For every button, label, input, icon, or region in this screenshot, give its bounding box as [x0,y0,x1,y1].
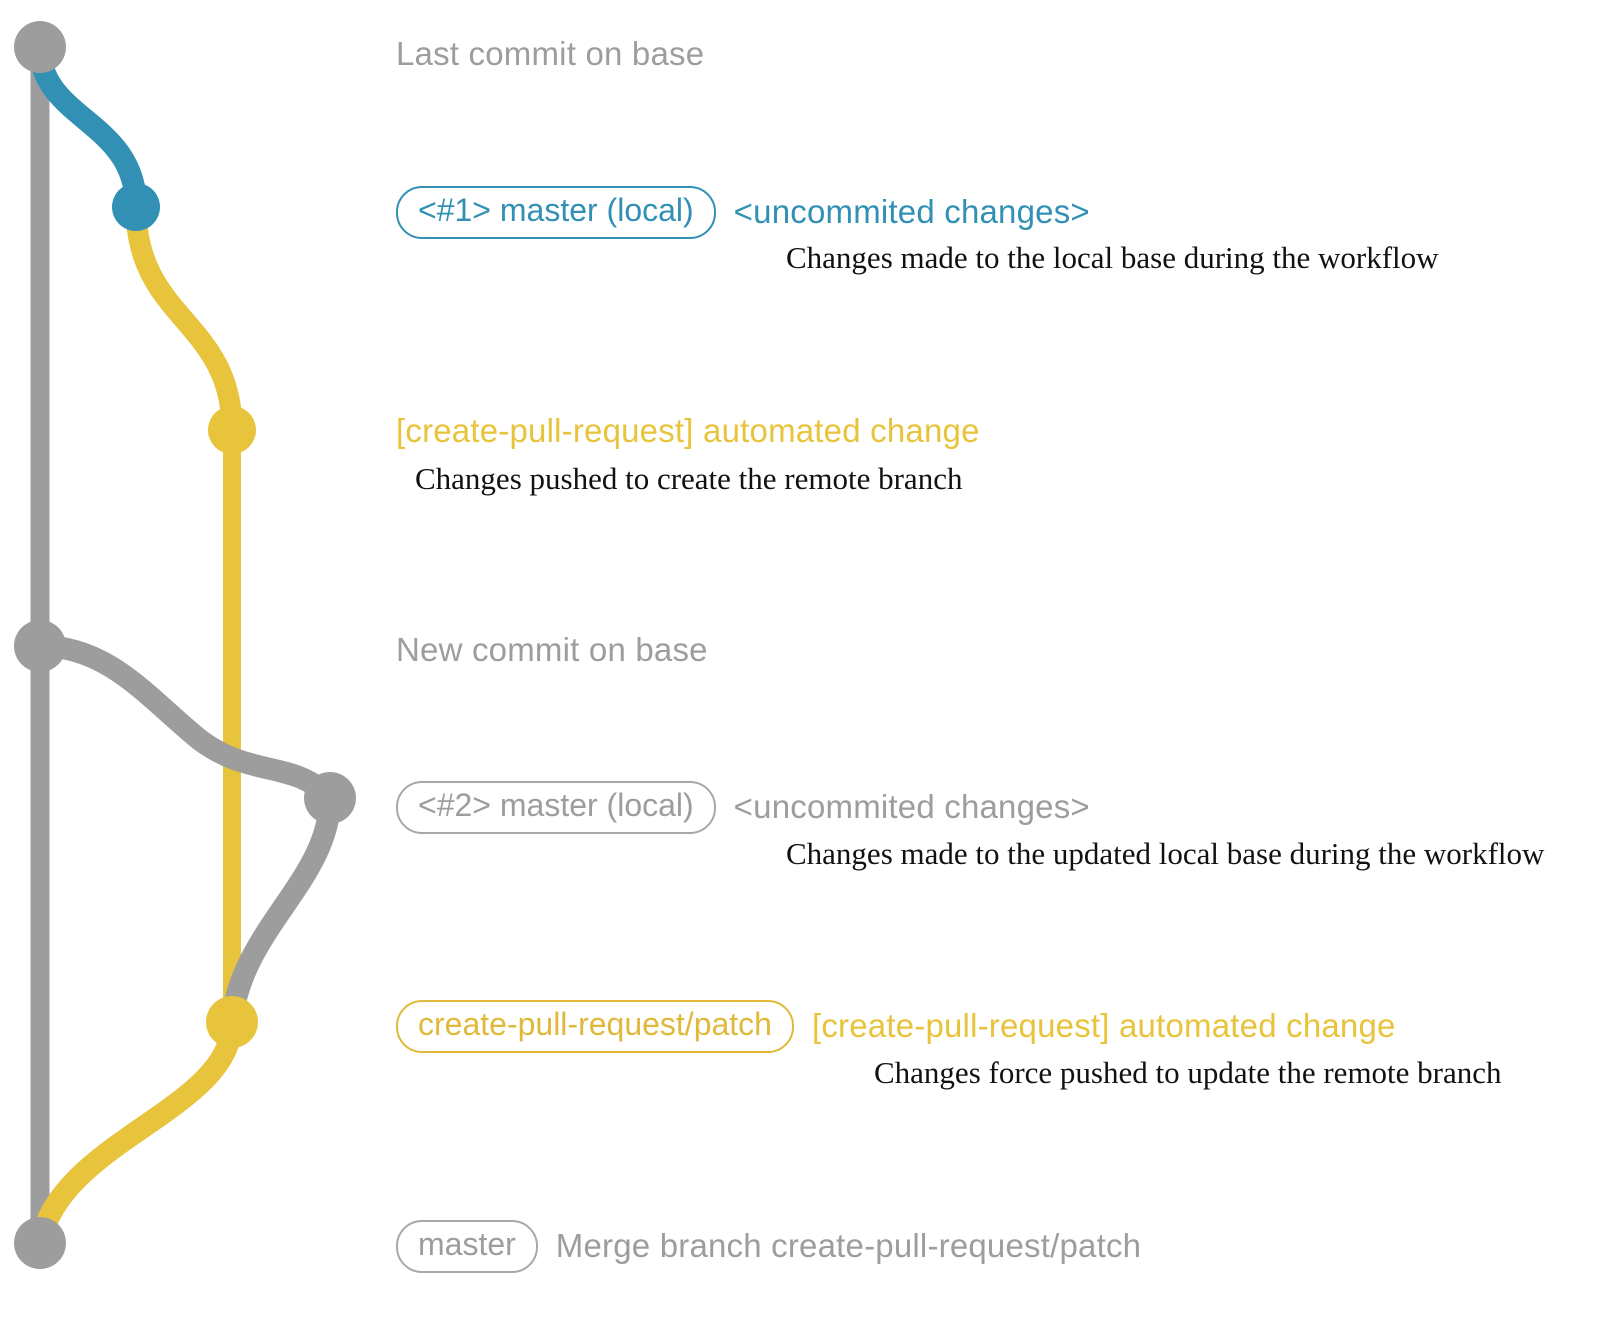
subtitle-local-change-1: Changes made to the local base during th… [786,240,1439,275]
branch-badge-master-local-2[interactable]: <#2> master (local) [396,781,716,834]
edge-local1-to-patch1 [125,196,243,441]
subtitle-automated-change-2: Changes force pushed to update the remot… [874,1055,1502,1090]
subtitle-local-change-2: Changes made to the updated local base d… [786,836,1545,871]
commit-node-patch-1[interactable] [208,406,256,454]
row-automated-change-1: [create-pull-request] automated change [396,412,980,450]
commit-node-base-new[interactable] [14,620,66,672]
commit-message-local-1: <uncommited changes> [733,193,1090,231]
commit-message-patch-1: [create-pull-request] automated change [396,412,980,449]
row-local-change-1: <#1> master (local) <uncommited changes> [396,186,1090,239]
edge-patch2-to-merge [29,1011,243,1254]
commit-message-base-top: Last commit on base [396,35,705,72]
row-new-commit-on-base: New commit on base [396,631,708,669]
commit-node-base-merge[interactable] [14,1217,66,1269]
branch-badge-master[interactable]: master [396,1220,538,1273]
subtitle-automated-change-1: Changes pushed to create the remote bran… [415,461,963,496]
branch-badge-create-pull-request-patch[interactable]: create-pull-request/patch [396,1000,794,1053]
commit-message-merge: Merge branch create-pull-request/patch [555,1227,1142,1265]
branch-badge-master-local-1[interactable]: <#1> master (local) [396,186,716,239]
edge-base-to-local1 [29,36,147,218]
edge-local2-to-patch2 [221,787,341,1033]
row-last-commit-on-base: Last commit on base [396,35,704,73]
commit-node-local-2[interactable] [304,772,356,824]
edge-basenew-to-local2 [29,635,341,809]
commit-node-patch-2[interactable] [206,996,258,1048]
row-merge-commit: master Merge branch create-pull-request/… [396,1220,1141,1273]
commit-message-local-2: <uncommited changes> [733,788,1090,826]
commit-node-base-top[interactable] [14,21,66,73]
commit-node-local-1[interactable] [112,183,160,231]
commit-message-patch-2: [create-pull-request] automated change [811,1007,1396,1045]
commit-message-base-new: New commit on base [396,631,708,668]
row-local-change-2: <#2> master (local) <uncommited changes> [396,781,1090,834]
row-automated-change-2: create-pull-request/patch [create-pull-r… [396,1000,1396,1053]
